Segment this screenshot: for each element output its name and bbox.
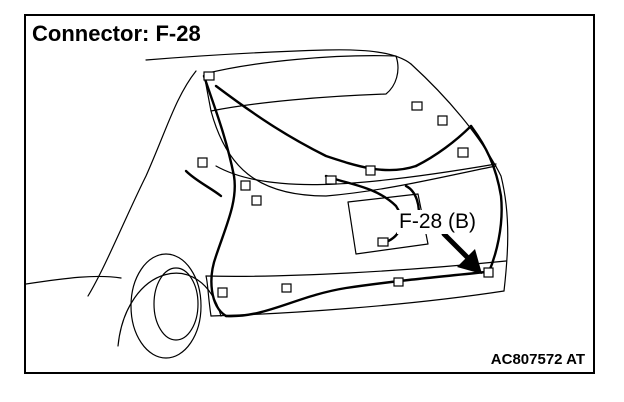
diagram-frame: Connector: F-28 F-28 (B) AC807572 AT [24, 14, 595, 374]
diagram-title: Connector: F-28 [32, 21, 201, 46]
connector-callout-label: F-28 (B) [397, 210, 479, 234]
callout-arrow [441, 231, 482, 274]
vehicle-rear-illustration [26, 49, 509, 359]
reference-code: AC807572 AT [490, 351, 585, 368]
